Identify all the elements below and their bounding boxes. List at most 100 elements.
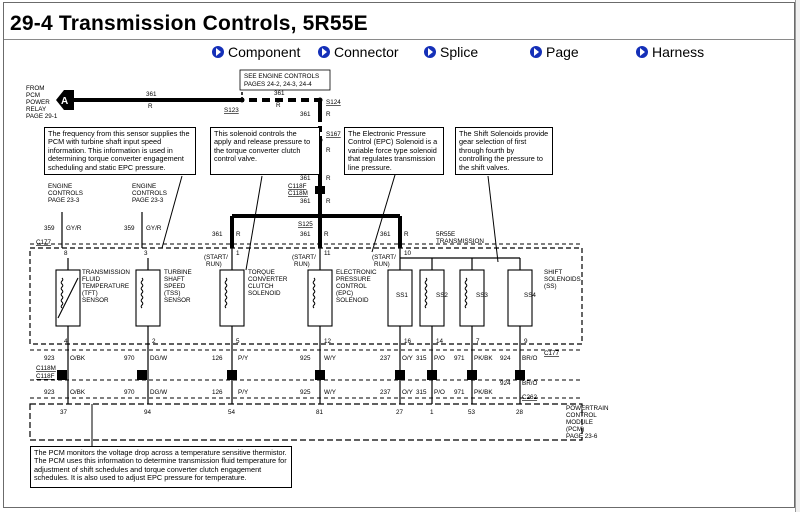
- pin-number: 4: [64, 338, 68, 345]
- solenoid-name: SS4: [524, 292, 536, 299]
- wire-color: P/Y: [238, 355, 249, 362]
- wire-color: PK/BK: [474, 389, 493, 396]
- pcm-label: MODULE: [566, 419, 593, 426]
- wire-color: P/O: [434, 355, 445, 362]
- splice-label: S125: [298, 221, 313, 228]
- from-pcm-line: PCM: [26, 92, 40, 99]
- wire-color: DG/W: [150, 355, 167, 362]
- pcm-pin: 81: [316, 409, 324, 416]
- outer-frame: [3, 2, 795, 508]
- pcm-pin: 28: [516, 409, 524, 416]
- note-epc: The Electronic Pressure Control (EPC) So…: [344, 127, 444, 175]
- note-ss: The Shift Solenoids provide gear selecti…: [455, 127, 553, 175]
- connector-label: C118M: [288, 190, 308, 197]
- wire-number: 970: [124, 389, 135, 396]
- wire-number: 315: [416, 355, 427, 362]
- see-engine-line: PAGES 24-2, 24-3, 24-4: [244, 81, 312, 88]
- pin-number: 1: [236, 250, 240, 257]
- a-marker: A: [56, 90, 74, 110]
- nav-harness[interactable]: Harness: [636, 43, 704, 61]
- component-label: TURBINE: [164, 269, 192, 276]
- wire-color: PK/BK: [474, 355, 493, 362]
- wire-color: R: [276, 102, 281, 109]
- nav-label: Harness: [652, 44, 705, 60]
- solenoid-name: SS2: [436, 292, 448, 299]
- wire-color: BR/O: [522, 355, 537, 362]
- wire-color: O/BK: [70, 389, 86, 396]
- note-tcc: This solenoid controls the apply and rel…: [210, 127, 320, 175]
- wire-color: BR/O: [522, 380, 537, 387]
- wire-color: DG/W: [150, 389, 167, 396]
- see-engine-line: SEE ENGINE CONTROLS: [244, 73, 319, 80]
- component-label: SHAFT: [164, 276, 185, 283]
- engine-controls-line: PAGE 23-3: [48, 197, 80, 204]
- component-label: (SS): [544, 283, 557, 290]
- wire-color: R: [236, 231, 241, 238]
- pcm-pin: 37: [60, 409, 68, 416]
- nav-label: Page: [546, 44, 579, 60]
- wire-number: 361: [300, 231, 311, 238]
- component-label: (TSS): [164, 290, 180, 297]
- wire-color: O/Y: [402, 389, 414, 396]
- splice-label: S124: [326, 99, 341, 106]
- wire-color: R: [148, 103, 153, 110]
- connector-label: C118F: [288, 183, 307, 190]
- pin-number: 2: [152, 338, 156, 345]
- wire-color: R: [326, 175, 331, 182]
- diagram-labels: FROM PCM POWER RELAY PAGE 29-1 SEE ENGIN…: [26, 69, 609, 440]
- component-label: CLUTCH: [248, 283, 274, 290]
- nav-component[interactable]: Component: [212, 43, 300, 61]
- note-tft: The PCM monitors the voltage drop across…: [30, 446, 292, 488]
- wire-number: 361: [212, 231, 223, 238]
- splice-label: S167: [326, 131, 341, 138]
- nav-splice[interactable]: Splice: [424, 43, 478, 61]
- nav-label: Connector: [334, 44, 399, 60]
- nav-connector[interactable]: Connector: [318, 43, 399, 61]
- note-tss: The frequency from this sensor supplies …: [44, 127, 196, 175]
- pcm-pin: 27: [396, 409, 404, 416]
- connector-label: C177: [544, 350, 560, 357]
- component-label: TRANSMISSION: [82, 269, 130, 276]
- arrow-right-icon: [318, 46, 330, 58]
- wire-color: R: [326, 198, 331, 205]
- wire-number: 925: [300, 389, 311, 396]
- component-label: SPEED: [164, 283, 186, 290]
- scrollbar[interactable]: [795, 0, 800, 512]
- wire-number: 923: [44, 389, 55, 396]
- component-label: SHIFT: [544, 269, 562, 276]
- pin-number: 12: [324, 338, 332, 345]
- wire-color: R: [404, 231, 409, 238]
- start-run-label: (START/: [204, 254, 228, 261]
- start-run-label: RUN): [294, 261, 310, 268]
- component-label: SENSOR: [82, 297, 109, 304]
- nav-label: Splice: [440, 44, 479, 60]
- nav-label: Component: [228, 44, 301, 60]
- wire-color: R: [326, 111, 331, 118]
- component-label: FLUID: [82, 276, 101, 283]
- wire-color: P/O: [434, 389, 445, 396]
- pcm-pin: 54: [228, 409, 236, 416]
- wire-number: 126: [212, 389, 223, 396]
- nav-page[interactable]: Page: [530, 43, 579, 61]
- wire-color: P/Y: [238, 389, 249, 396]
- component-label: CONTROL: [336, 283, 367, 290]
- wire-number: 315: [416, 389, 427, 396]
- transmission-label: 5R55E: [436, 231, 455, 238]
- wire-color: GY/R: [66, 225, 82, 232]
- wire-color: GY/R: [146, 225, 162, 232]
- arrow-right-icon: [636, 46, 648, 58]
- component-label: CONVERTER: [248, 276, 288, 283]
- component-label: ELECTRONIC: [336, 269, 377, 276]
- component-label: PRESSURE: [336, 276, 371, 283]
- wires: [29, 92, 583, 446]
- component-label: SOLENOIDS: [544, 276, 581, 283]
- pcm-label: PAGE 23-6: [566, 433, 598, 440]
- arrow-right-icon: [530, 46, 542, 58]
- from-pcm-line: RELAY: [26, 106, 47, 113]
- component-label: TEMPERATURE: [82, 283, 129, 290]
- wire-number: 361: [300, 175, 311, 182]
- wire-number: 971: [454, 355, 465, 362]
- from-pcm-line: PAGE 29-1: [26, 113, 58, 120]
- pcm-label: POWERTRAIN: [566, 405, 609, 412]
